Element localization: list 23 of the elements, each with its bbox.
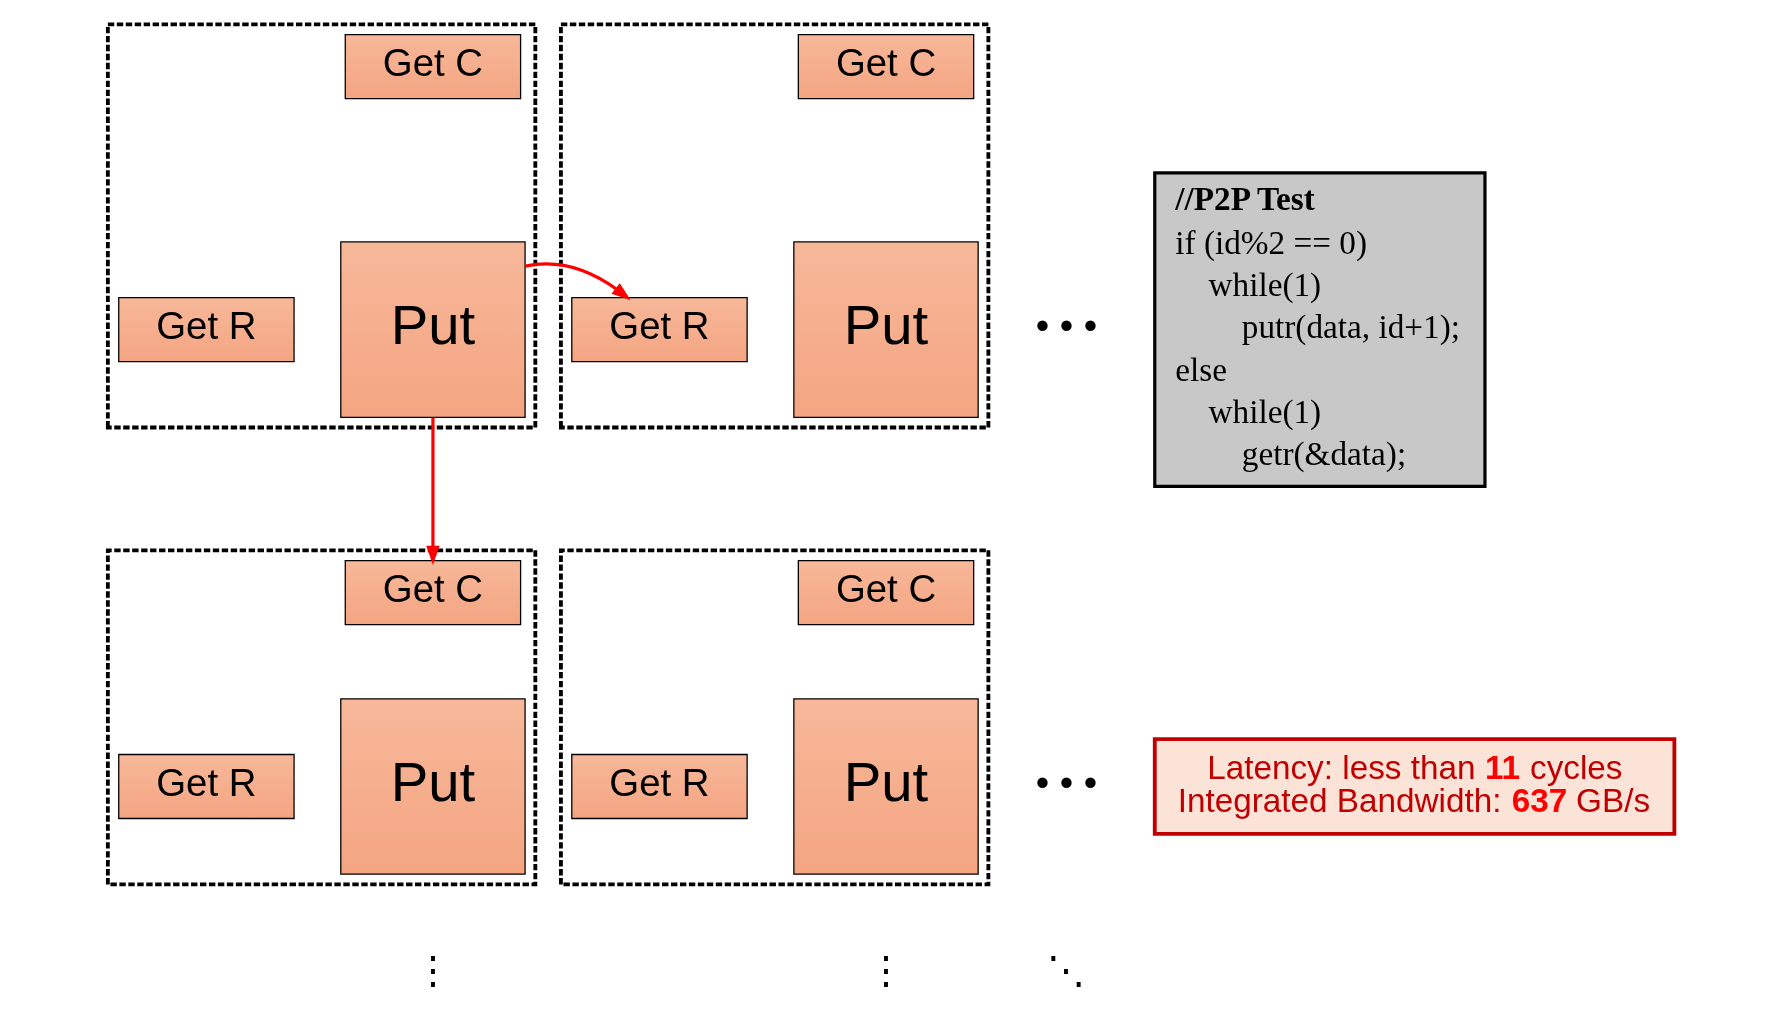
node-box: Get C	[797, 33, 974, 99]
node-box: Put	[792, 697, 979, 875]
node-box: Latency: less than 11 cycles Integrated Bandwidth: 637 GB/s	[1152, 736, 1676, 836]
node-box: Get R	[117, 753, 295, 819]
arrow	[425, 417, 440, 565]
node-box: Get C	[797, 559, 974, 625]
node-box: Get C	[344, 559, 521, 625]
cluster	[558, 21, 990, 429]
node-box: Put	[792, 240, 979, 418]
label: ⋱	[1046, 948, 1085, 992]
label: ⋮	[413, 948, 452, 992]
node-box: Get R	[570, 753, 748, 819]
label: • • •	[1035, 760, 1097, 804]
cluster	[558, 547, 990, 886]
node-box: Get R	[117, 296, 295, 362]
label: ⋮	[866, 948, 905, 992]
node-box: //P2P Test if (id%2 == 0) while(1) putr(data, id+1); else while(1) getr(&data);	[1152, 170, 1487, 488]
node-box: Put	[339, 697, 526, 875]
node-box: Get R	[570, 296, 748, 362]
node-box: Put	[339, 240, 526, 418]
node-box: Get C	[344, 33, 521, 99]
cluster	[105, 21, 537, 429]
label: • • •	[1035, 303, 1097, 347]
